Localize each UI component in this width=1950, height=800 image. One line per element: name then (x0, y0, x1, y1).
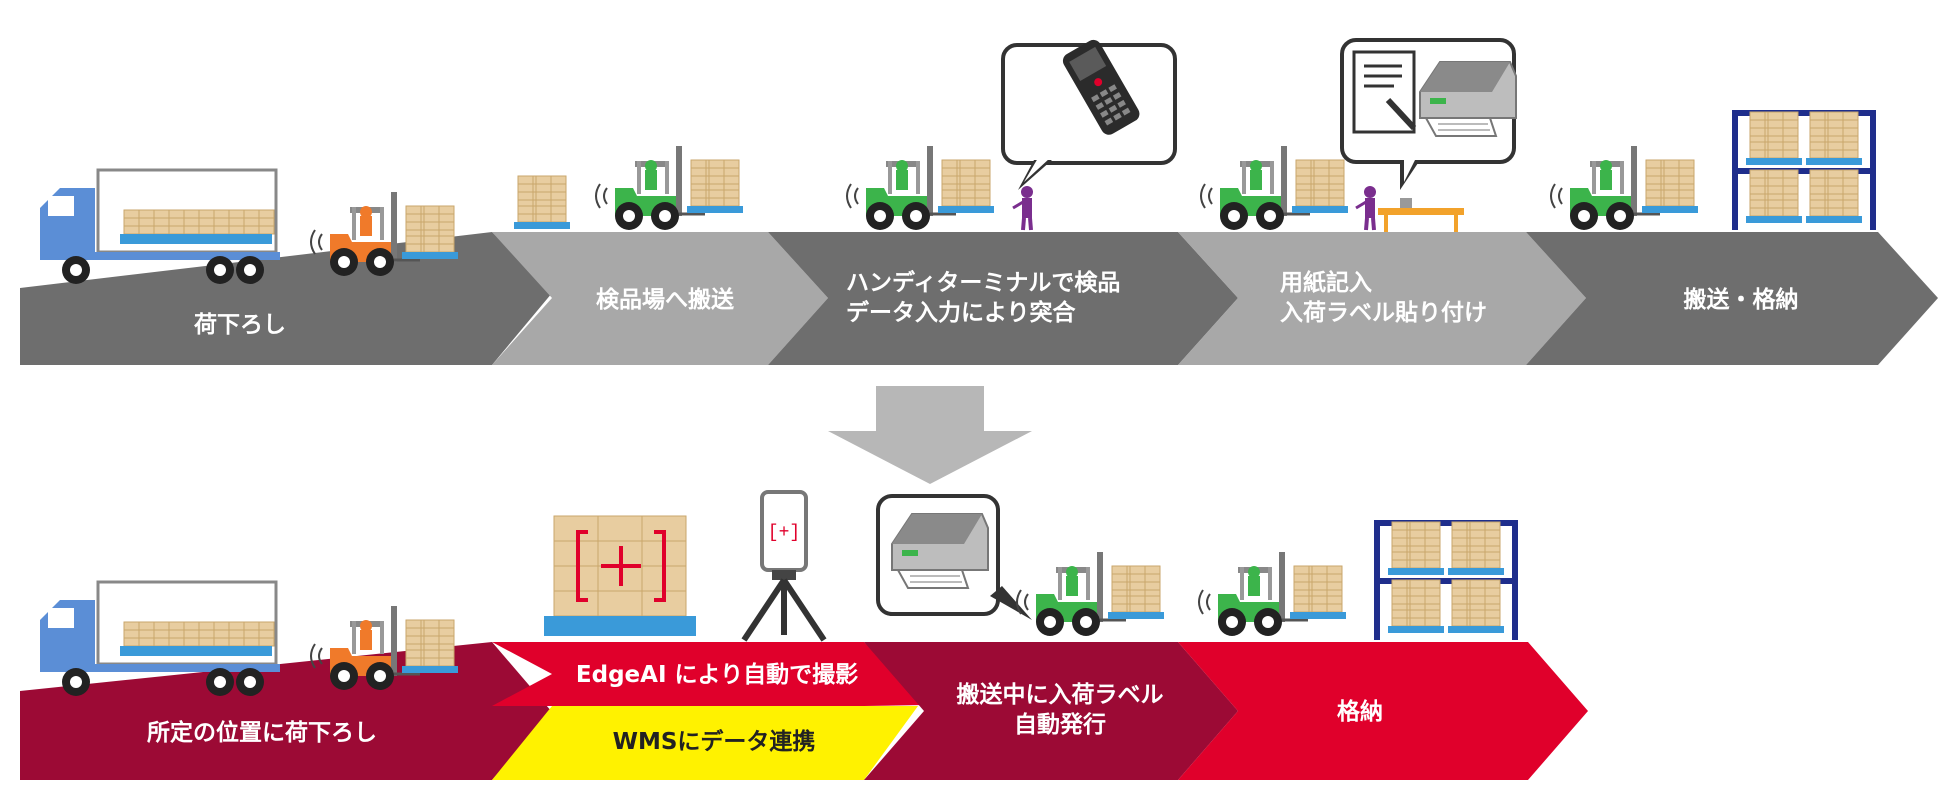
printer-callout (876, 494, 1032, 620)
person-icon-1 (1011, 184, 1035, 232)
edge-camera-tripod-icon: [+] (741, 490, 827, 642)
rack-illustration-top (1732, 110, 1876, 230)
forklift-green-illustration-4 (1551, 146, 1698, 230)
after-step-2-label: EdgeAI により自動で撮影 (575, 662, 859, 688)
after-step-4-label: 格納 (1337, 699, 1383, 725)
after-step-2b-shape (492, 706, 918, 780)
after-step-3-shape (864, 642, 1238, 780)
forklift-green-illustration-6 (1199, 552, 1346, 636)
after-step-1-label: 所定の位置に荷下ろし (147, 720, 377, 746)
rack-illustration-bottom (1374, 520, 1518, 640)
handy-terminal-callout (1001, 39, 1177, 190)
before-step-1-label: 荷下ろし (194, 312, 286, 338)
handy-terminal-icon (1062, 39, 1140, 135)
before-step-2-label: 検品場へ搬送 (596, 287, 734, 313)
after-step-3-label: 搬送中に入荷ラベル 自動発行 (956, 682, 1164, 738)
person-icon-2 (1354, 184, 1378, 232)
before-step-3-label: ハンディターミナルで検品 データ入力により突合 (846, 270, 1121, 326)
after-step-1-shape (20, 642, 552, 780)
before-step-1-shape (20, 232, 552, 365)
before-step-4-label: 用紙記入 入荷ラベル貼り付け (1280, 270, 1487, 326)
before-step-5-label: 搬送・格納 (1683, 287, 1799, 313)
svg-text:[+]: [+] (768, 523, 800, 543)
scan-frame-icon (576, 530, 666, 602)
before-step-5-shape (1526, 232, 1938, 365)
after-flow (20, 642, 1588, 780)
truck-illustration-top (40, 170, 280, 284)
forklift-green-illustration-3 (1201, 146, 1348, 230)
after-step-4-shape (1178, 642, 1588, 780)
before-step-4-shape (1178, 232, 1586, 365)
down-arrow-icon (828, 386, 1032, 484)
before-step-3-shape (768, 232, 1238, 365)
forklift-green-illustration-1 (596, 146, 743, 230)
forklift-green-illustration-5 (1017, 552, 1164, 636)
pallet-illustration-top (514, 176, 570, 229)
scan-pallet-illustration (544, 515, 696, 636)
document-pen-icon (1352, 50, 1417, 134)
before-flow (20, 232, 1938, 365)
forklift-green-illustration-2 (847, 146, 994, 230)
after-step-2-shape (492, 642, 924, 706)
before-step-2-shape (492, 232, 828, 365)
after-step-2b-label: WMSにデータ連携 (612, 729, 816, 755)
paper-printer-callout (1340, 38, 1517, 190)
table-illustration (1378, 198, 1464, 232)
